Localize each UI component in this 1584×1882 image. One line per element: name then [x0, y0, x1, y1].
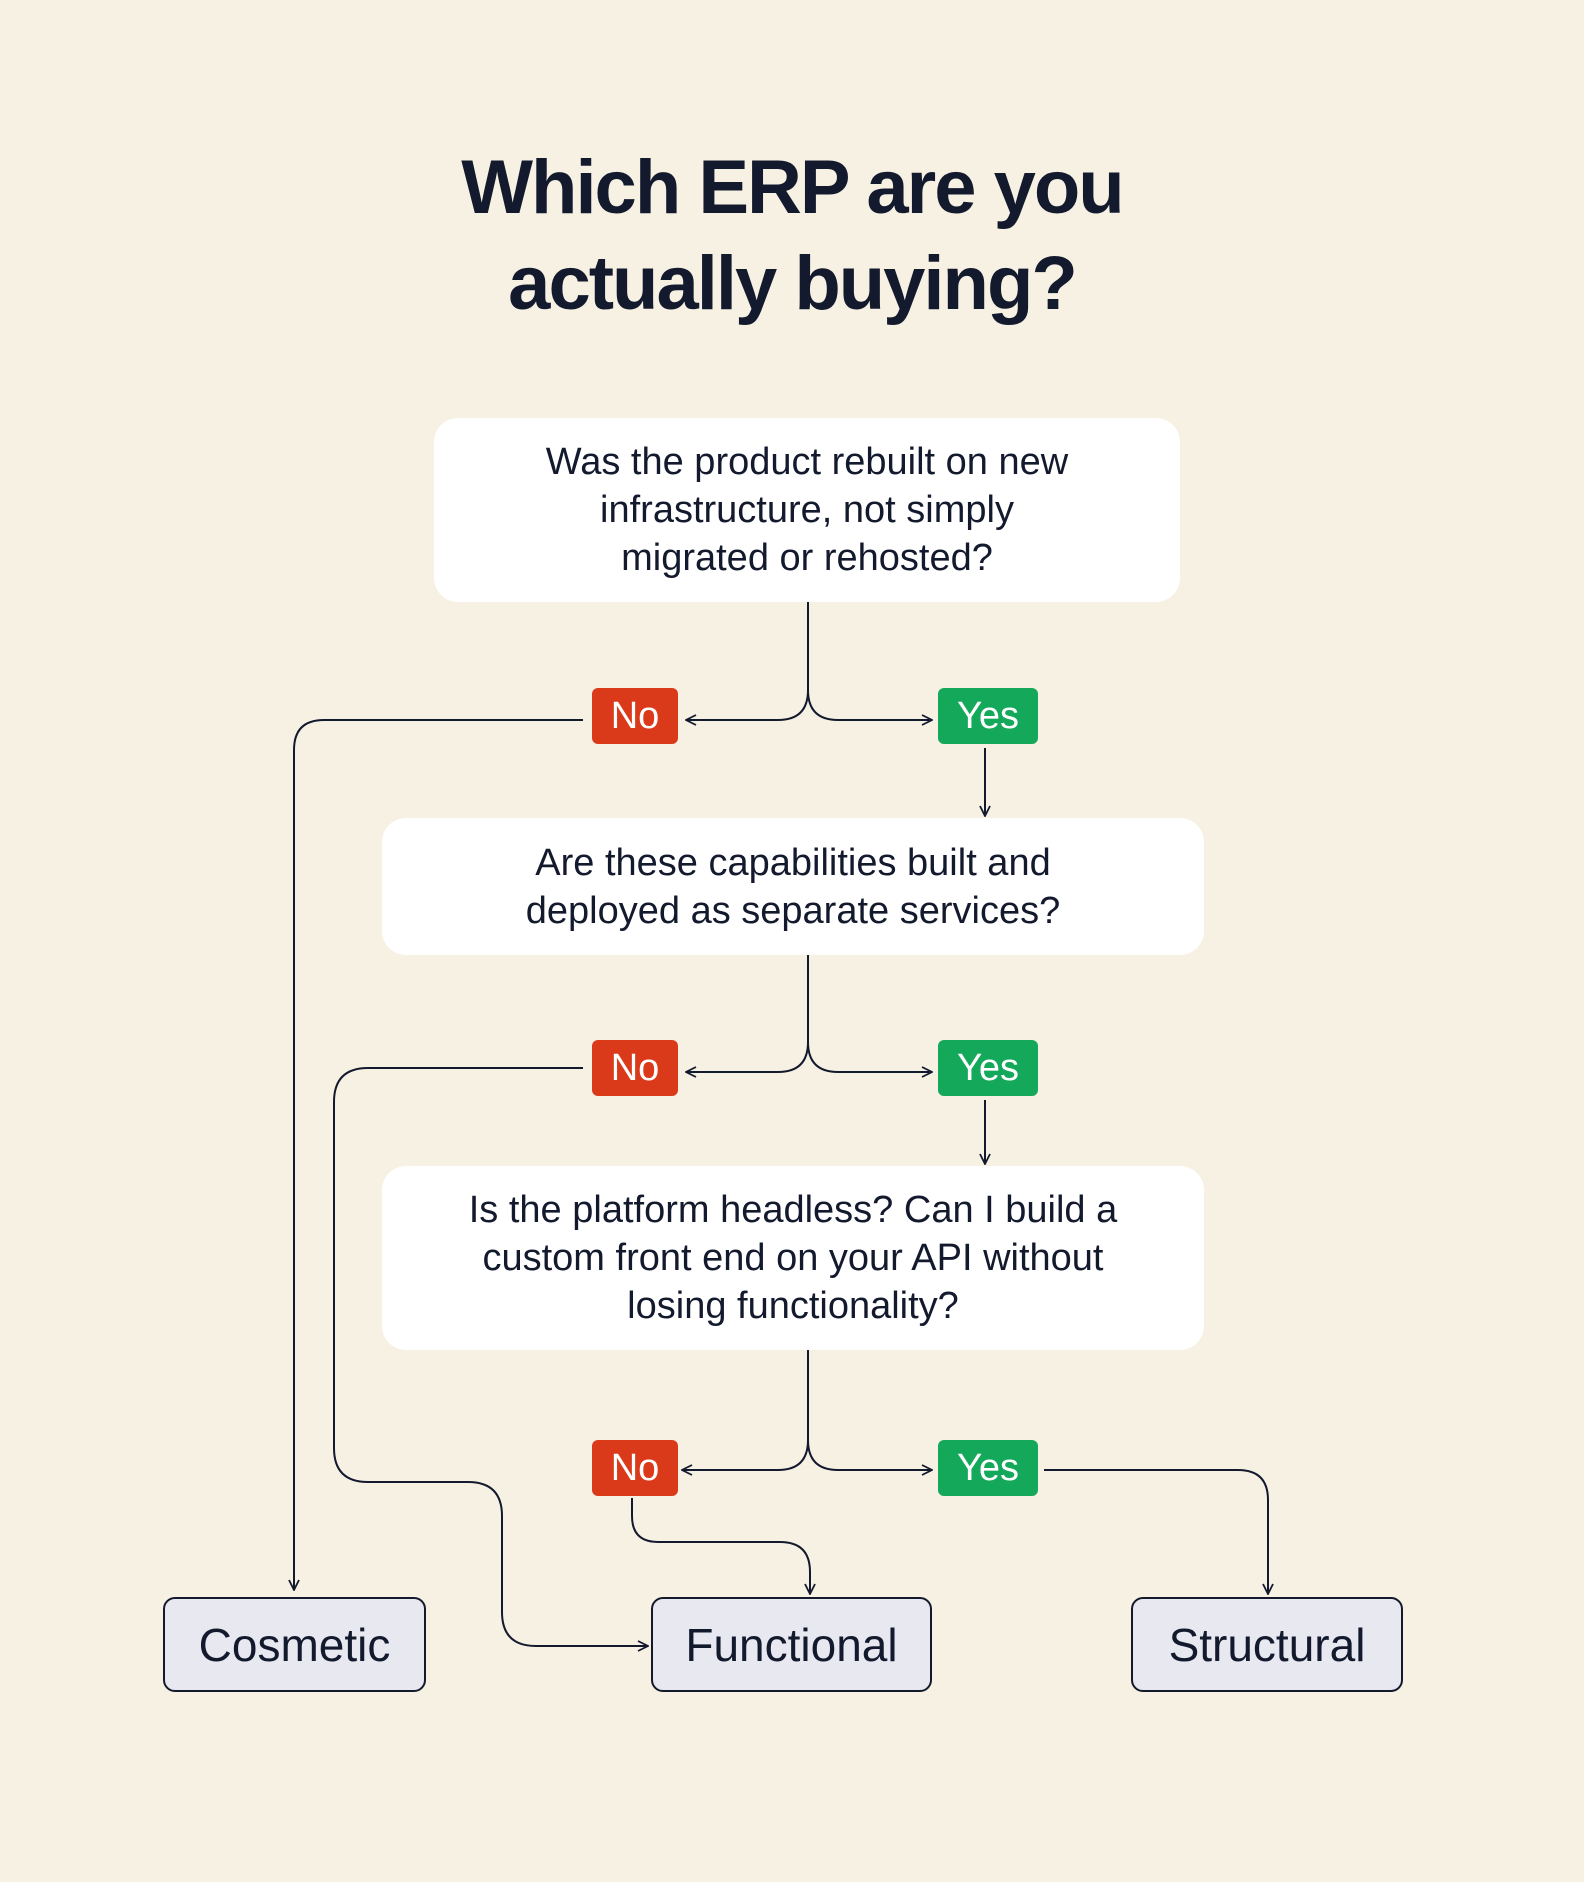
q2-yes-badge: Yes — [938, 1040, 1038, 1096]
q3-yes-badge: Yes — [938, 1440, 1038, 1496]
q2-no-to-functional-connector — [333, 1067, 648, 1646]
question-3-box: Is the platform headless? Can I build a … — [382, 1166, 1204, 1350]
q2-no-badge: No — [592, 1040, 678, 1096]
question-3-line-1: Is the platform headless? Can I build a — [468, 1189, 1118, 1231]
question-1-box: Was the product rebuilt on new infrastru… — [434, 418, 1180, 602]
q2-split-no-connector — [686, 955, 809, 1072]
q1-no-badge: No — [592, 688, 678, 744]
question-1-line-1: Was the product rebuilt on new — [545, 441, 1069, 483]
q1-yes-badge: Yes — [938, 688, 1038, 744]
q2-split-yes-connector — [807, 1041, 932, 1072]
question-2-box: Are these capabilities built and deploye… — [382, 818, 1204, 955]
q1-no-to-cosmetic-connector — [294, 719, 583, 1590]
q3-split-yes-connector — [807, 1439, 932, 1470]
q3-yes-to-structural-connector — [1044, 1469, 1268, 1594]
question-2-line-2: deployed as separate services? — [525, 889, 1061, 932]
outcome-functional: Functional — [651, 1597, 932, 1692]
outcome-structural: Structural — [1131, 1597, 1403, 1692]
question-3-line-2: custom front end on your API without — [482, 1237, 1104, 1279]
question-1-line-3: migrated or rehosted? — [621, 537, 993, 579]
page-title: Which ERP are you actually buying? — [0, 140, 1584, 332]
q3-no-to-functional-connector — [631, 1498, 810, 1594]
q1-split-yes-connector — [807, 689, 932, 720]
title-line-1: Which ERP are you — [461, 145, 1124, 230]
q1-split-no-connector — [686, 602, 809, 720]
q3-split-no-connector — [682, 1350, 809, 1470]
title-line-2: actually buying? — [508, 241, 1078, 326]
question-2-line-1: Are these capabilities built and — [535, 841, 1051, 884]
q3-no-badge: No — [592, 1440, 678, 1496]
outcome-cosmetic: Cosmetic — [163, 1597, 426, 1692]
question-3-line-3: losing functionality? — [627, 1285, 959, 1327]
question-1-line-2: infrastructure, not simply — [600, 489, 1014, 531]
